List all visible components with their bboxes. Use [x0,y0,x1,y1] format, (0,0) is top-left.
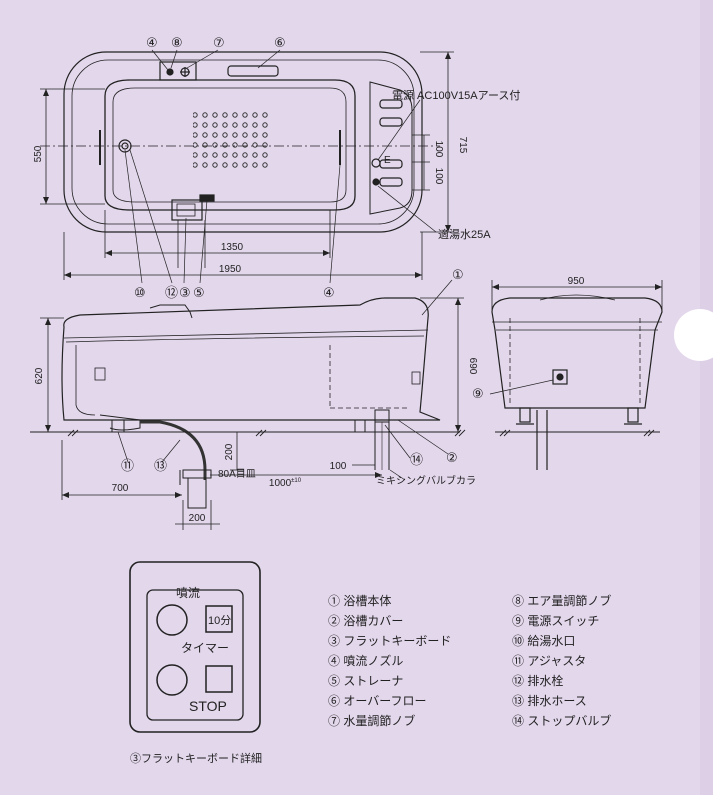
legend-item-7: ⑦ 水量調節ノブ [328,713,415,728]
marker-9: ⑨ [472,387,484,402]
top-view [40,51,440,233]
top-leaders [124,49,437,284]
power-switch [552,369,568,385]
marker-12: ⑫ [165,286,178,301]
panel-title: 噴流 [176,586,200,600]
round-button-lower[interactable] [156,664,188,696]
legend-item-2: ② 浴槽カバー [328,614,403,628]
dim-700: 700 [112,483,129,494]
page-edge [700,0,713,795]
marker-1: ① [452,268,464,283]
jet-button[interactable] [156,604,188,636]
marker-4-bottom: ④ [323,286,335,301]
end-dimension-lines [489,280,663,395]
side-plumbing [108,409,390,509]
legend-item-6: ⑥ オーバーフロー [328,694,427,708]
stop-button[interactable] [205,665,233,693]
binder-hole [674,309,713,361]
legend-item-1: ① 浴槽本体 [328,594,391,608]
parts-legend: ① 浴槽本体 ② 浴槽カバー ③ フラットキーボード ④ 噴流ノズル ⑤ ストレ… [328,593,611,728]
dish-label: 80A目皿 [218,469,256,480]
stop-label: STOP [189,698,227,714]
marker-2: ② [446,451,458,466]
legend-item-14: ⑭ ストップバルブ [512,713,611,728]
dim-1000: 1000±10 [269,478,302,489]
marker-6: ⑥ [274,36,286,51]
legend-item-4: ④ 噴流ノズル [328,653,403,668]
dim-1950: 1950 [219,264,242,275]
marker-4-top: ④ [146,36,158,51]
side-view [61,297,441,431]
overflow-slot [227,65,279,77]
jet-grid [193,110,268,172]
earth-mark: E [384,155,391,166]
legend-item-8: ⑧ エア量調節ノブ [512,593,611,608]
dim-715: 715 [457,137,468,154]
marker-8: ⑧ [171,36,183,51]
knob-block [159,61,197,81]
panel-caption: ③フラットキーボード詳細 [130,751,262,765]
marker-11: ⑪ [121,459,134,474]
marker-5: ⑤ [193,286,205,301]
marker-3: ③ [179,286,191,301]
legend-item-9: ⑨ 電源スイッチ [512,614,599,628]
mixing-valve-label: ミキシングバルブカラ [376,474,476,487]
side-leaders [117,279,453,481]
legend-item-3: ③ フラットキーボード [328,634,451,648]
tub-body-side [61,297,441,421]
dim-1000-value: 1000 [269,478,292,489]
marker-7: ⑦ [213,36,225,51]
power-label: 電源 AC100V15Aアース付 [392,88,520,102]
tub-outline-top [63,51,423,233]
dim-200-horizontal: 200 [189,513,206,524]
dim-1350: 1350 [221,242,244,253]
dim-550: 550 [33,145,44,162]
timer-button[interactable] [205,605,233,633]
dim-100a: 100 [433,141,444,158]
dim-200-vertical: 200 [224,443,235,460]
legend-item-12: ⑫ 排水栓 [512,673,563,688]
water-label: 適湯水25A [438,227,491,241]
dim-950: 950 [568,276,585,287]
timer-button-label: 10分 [208,614,231,627]
dim-1000-tolerance: ±10 [291,478,302,484]
dim-100-pipe: 100 [330,461,347,472]
legend-item-10: ⑩ 給湯水口 [512,634,575,648]
dim-620: 620 [34,367,45,384]
marker-13: ⑬ [154,459,167,474]
tub-basin [104,79,356,211]
marker-14: ⑭ [410,453,423,468]
tub-end-outline [491,297,663,409]
floor-lines [30,429,660,437]
dim-690: 690 [467,358,478,375]
top-dimension-lines [40,51,454,280]
dim-100b: 100 [433,168,444,185]
side-dimension-lines [40,297,464,530]
timer-label: タイマー [181,641,229,655]
legend-item-13: ⑬ 排水ホース [512,694,587,708]
legend-item-11: ⑪ アジャスタ [512,654,586,668]
legend-item-5: ⑤ ストレーナ [328,674,403,688]
marker-10: ⑩ [134,286,146,301]
end-view [491,294,663,470]
keyboard-top [171,199,203,221]
flat-keyboard-panel: 噴流 10分 タイマー STOP ③フラットキーボード詳細 [129,561,262,765]
